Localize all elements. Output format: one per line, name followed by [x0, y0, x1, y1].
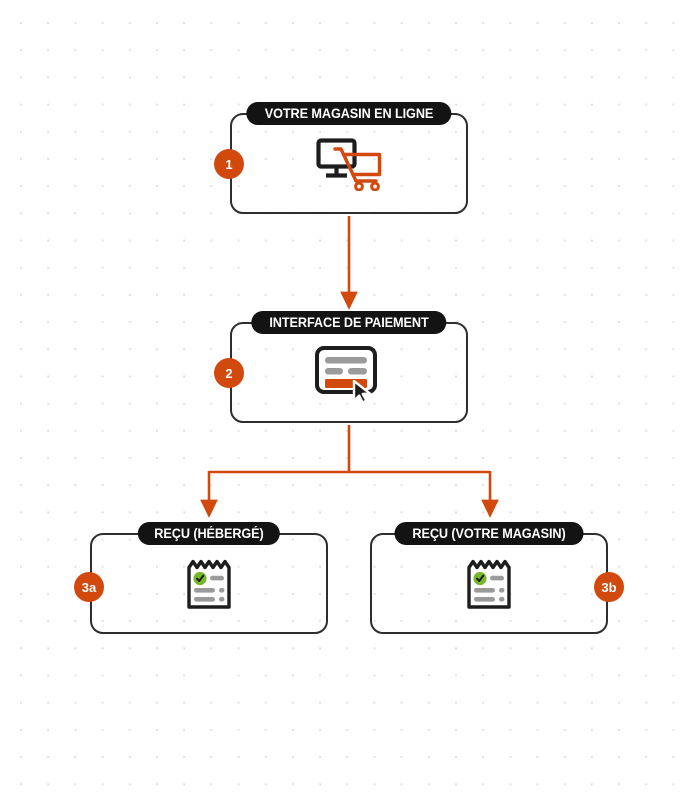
node-1-title-pill: VOTRE MAGASIN EN LIGNE — [246, 102, 452, 125]
receipt-check-icon — [465, 557, 513, 611]
step-badge-1-label: 1 — [225, 156, 233, 172]
node-3b-body — [372, 535, 606, 632]
connector-2-branch — [200, 425, 499, 518]
node-votre-magasin-en-ligne[interactable]: VOTRE MAGASIN EN LIGNE — [230, 102, 468, 214]
node-1-label: VOTRE MAGASIN EN LIGNE — [264, 106, 434, 121]
node-3a-title-pill: REÇU (HÉBERGÉ) — [137, 522, 281, 545]
node-3a-label: REÇU (HÉBERGÉ) — [154, 526, 264, 541]
step-badge-3a-label: 3a — [81, 579, 97, 595]
node-2-body — [232, 324, 466, 421]
step-badge-3a: 3a — [74, 572, 104, 602]
node-interface-de-paiement[interactable]: INTERFACE DE PAIEMENT — [230, 311, 468, 423]
step-badge-1: 1 — [214, 149, 244, 179]
step-badge-2-label: 2 — [225, 365, 233, 381]
node-2-label: INTERFACE DE PAIEMENT — [269, 315, 429, 330]
node-recu-votre-magasin[interactable]: REÇU (VOTRE MAGASIN) — [370, 522, 608, 634]
step-badge-3b-label: 3b — [601, 579, 617, 595]
node-1-body — [232, 115, 466, 212]
node-recu-heberge[interactable]: REÇU (HÉBERGÉ) — [90, 522, 328, 634]
node-3a-body — [92, 535, 326, 632]
step-badge-3b: 3b — [594, 572, 624, 602]
step-badge-2: 2 — [214, 358, 244, 388]
node-3b-label: REÇU (VOTRE MAGASIN) — [412, 526, 566, 541]
receipt-check-icon — [185, 557, 233, 611]
node-2-title-pill: INTERFACE DE PAIEMENT — [251, 311, 447, 334]
monitor-shopping-cart-icon — [315, 137, 383, 191]
node-3b-title-pill: REÇU (VOTRE MAGASIN) — [394, 522, 584, 545]
payment-card-cursor-icon — [314, 345, 384, 404]
